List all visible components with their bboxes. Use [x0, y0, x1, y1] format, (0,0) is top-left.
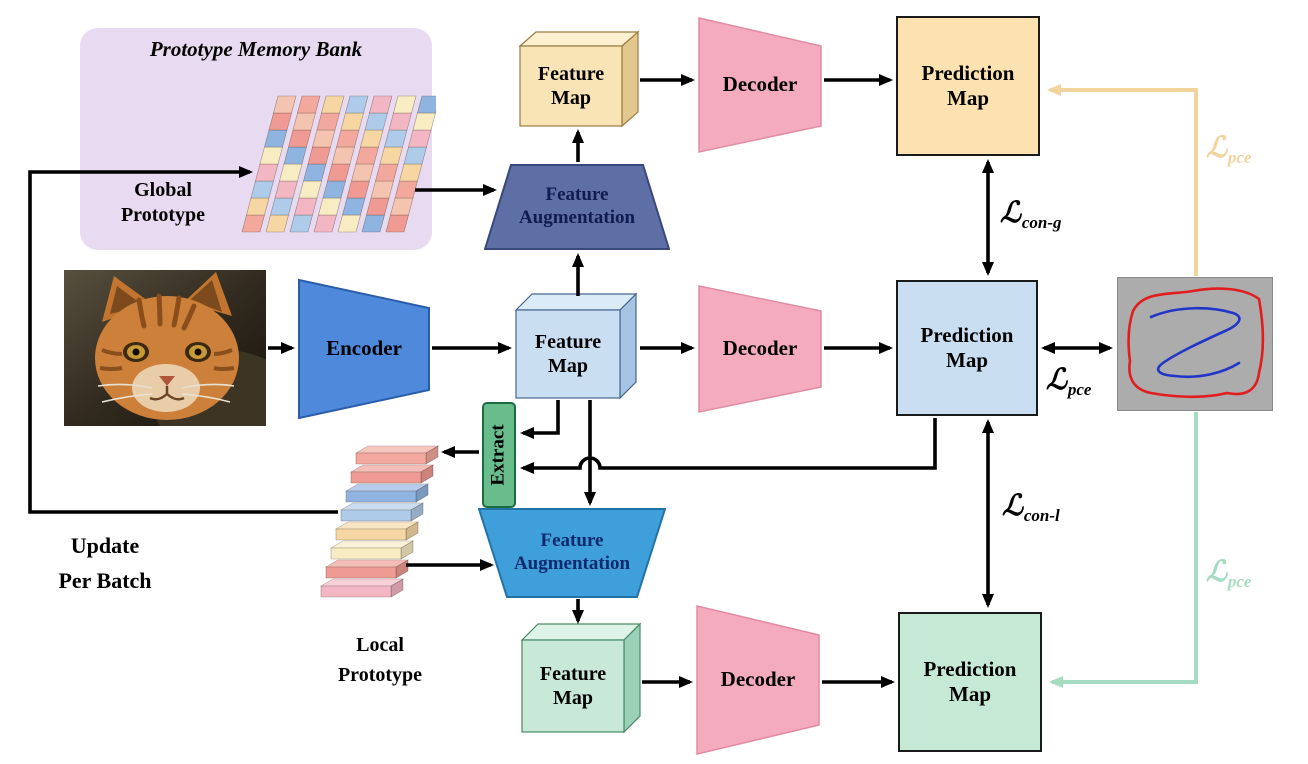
loss-pce-input: ℒpce	[1046, 364, 1092, 399]
arrow-prediction-map-to-extract	[520, 418, 937, 474]
prediction-map-global: Prediction Map	[896, 16, 1040, 156]
scribble-annotation	[1117, 277, 1273, 411]
feature-map-input: Feature Map	[512, 290, 644, 402]
feature-map-local-side-face	[623, 622, 641, 734]
encoder-label: Encoder	[326, 336, 402, 361]
extract-box: Extract	[482, 402, 516, 508]
feature-map-local-label: Feature Map	[539, 663, 607, 709]
extract-label: Extract	[488, 424, 510, 486]
prediction-map-global-label: Prediction Map	[921, 60, 1015, 110]
decoder-local-label: Decoder	[720, 667, 796, 692]
arrow-pce-loss-global	[1047, 84, 1198, 276]
feature-map-local: Feature Map	[518, 618, 648, 736]
feature-map-global: Feature Map	[518, 30, 646, 130]
encoder: Encoder	[298, 278, 430, 420]
feature-augmentation-global-shape	[484, 164, 670, 250]
decoder-global-label: Decoder	[722, 72, 798, 97]
bank-title: Prototype Memory Bank	[149, 37, 363, 61]
update-per-batch-label: Update Per Batch	[58, 533, 152, 594]
feature-map-local-top-face	[520, 623, 642, 641]
feature-map-global-side-face	[621, 30, 639, 128]
scribble-red-stroke	[1127, 287, 1265, 399]
arrow-pce-loss-local	[1049, 412, 1198, 688]
local-prototype-stack	[319, 445, 440, 598]
decoder-local-shape	[696, 605, 820, 755]
loss-pce-global: ℒpce	[1206, 132, 1252, 167]
feature-map-global-top-face	[518, 31, 640, 47]
feature-augmentation-local: Feature Augmentation	[478, 508, 666, 598]
global-prototype-label: Global Prototype	[120, 179, 206, 226]
decoder-input-shape	[698, 285, 822, 413]
input-image	[64, 270, 266, 426]
prediction-map-input: Prediction Map	[896, 280, 1038, 416]
loss-pce-local: ℒpce	[1206, 556, 1252, 591]
loss-consistency-global: ℒcon-g	[1000, 197, 1062, 232]
prototype-memory-bank: Prototype Memory Bank Global Prototype	[80, 28, 436, 250]
prediction-map-local-label: Prediction Map	[923, 656, 1017, 706]
feature-map-input-front-face	[515, 309, 621, 399]
feature-map-input-top-face	[514, 293, 638, 311]
decoder-input: Decoder	[698, 284, 822, 414]
decoder-input-label: Decoder	[722, 336, 798, 361]
feature-augmentation-global-label: Feature Augmentation	[518, 184, 636, 228]
feature-map-input-label: Feature Map	[534, 331, 602, 377]
feature-map-input-side-face	[619, 292, 637, 400]
loss-consistency-local: ℒcon-l	[1002, 490, 1060, 525]
feature-augmentation-local-label: Feature Augmentation	[513, 530, 631, 574]
global-prototype-stack	[241, 95, 436, 233]
decoder-global: Decoder	[698, 16, 822, 154]
feature-augmentation-local-shape	[478, 508, 666, 598]
local-prototype-label: Local Prototype	[337, 634, 423, 686]
prediction-map-input-label: Prediction Map	[920, 322, 1014, 372]
scribble-blue-stroke	[1149, 306, 1241, 379]
feature-augmentation-global: Feature Augmentation	[484, 164, 670, 250]
feature-map-global-label: Feature Map	[537, 63, 605, 109]
arrow-feature-map-to-extract	[520, 400, 560, 439]
decoder-global-shape	[698, 17, 822, 153]
decoder-local: Decoder	[696, 604, 820, 756]
feature-map-local-front-face	[521, 639, 625, 733]
feature-map-global-front-face	[519, 45, 623, 127]
prediction-map-local: Prediction Map	[898, 612, 1042, 752]
